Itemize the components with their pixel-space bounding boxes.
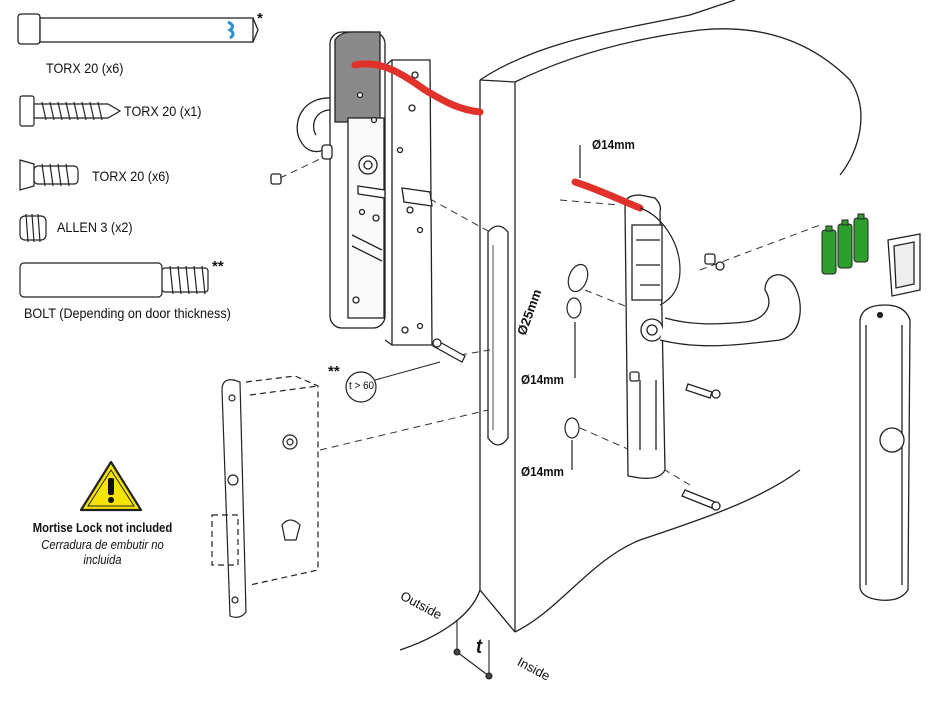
footnote-double-star-bolt: ** — [212, 258, 224, 275]
mortise-lock — [211, 375, 319, 618]
footnote-double-star-door: ** — [328, 363, 340, 380]
door-holes — [564, 145, 589, 470]
set-screw-right — [629, 371, 640, 382]
thickness-marker — [453, 620, 493, 680]
door — [399, 0, 862, 651]
upper-hole-diameter: Ø14mm — [521, 372, 564, 387]
self-tapping-screw-icon — [19, 95, 122, 127]
batteries — [821, 213, 869, 275]
label-long-screw: TORX 20 (x6) — [46, 60, 124, 76]
cable-outside — [351, 60, 484, 116]
cable-inside — [571, 178, 644, 212]
outside-handle-assembly — [270, 31, 433, 346]
long-screw-icon — [17, 13, 259, 45]
label-bolt: BOLT (Depending on door thickness) — [24, 305, 231, 321]
outer-cover-top — [334, 31, 381, 123]
bolt-icon — [19, 262, 209, 298]
inside-cover — [859, 304, 911, 601]
warning-subtitle: Cerradura de embutir no incluida — [41, 538, 164, 567]
thickness-bubble — [345, 361, 441, 403]
thickness-symbol: t — [476, 636, 483, 658]
lower-hole-diameter: Ø14mm — [521, 464, 564, 479]
warning-title: Mortise Lock not included — [32, 521, 173, 535]
label-self-tapping-screw: TORX 20 (x1) — [124, 103, 202, 119]
warning-icon — [79, 460, 143, 512]
footnote-star: * — [257, 10, 263, 27]
thickness-condition: t > 60 — [349, 380, 375, 392]
inside-handle-assembly — [624, 194, 801, 511]
cable-hole-diameter: Ø14mm — [592, 137, 635, 152]
assembly-guide-lines — [279, 157, 821, 486]
label-countersunk-screw: TORX 20 (x6) — [92, 168, 170, 184]
label-set-screw: ALLEN 3 (x2) — [57, 219, 133, 235]
set-screw-left — [270, 173, 282, 185]
set-screw-icon — [19, 213, 47, 243]
countersunk-screw-icon — [19, 159, 79, 191]
battery-cover — [887, 233, 921, 297]
door-bolt — [432, 338, 466, 363]
